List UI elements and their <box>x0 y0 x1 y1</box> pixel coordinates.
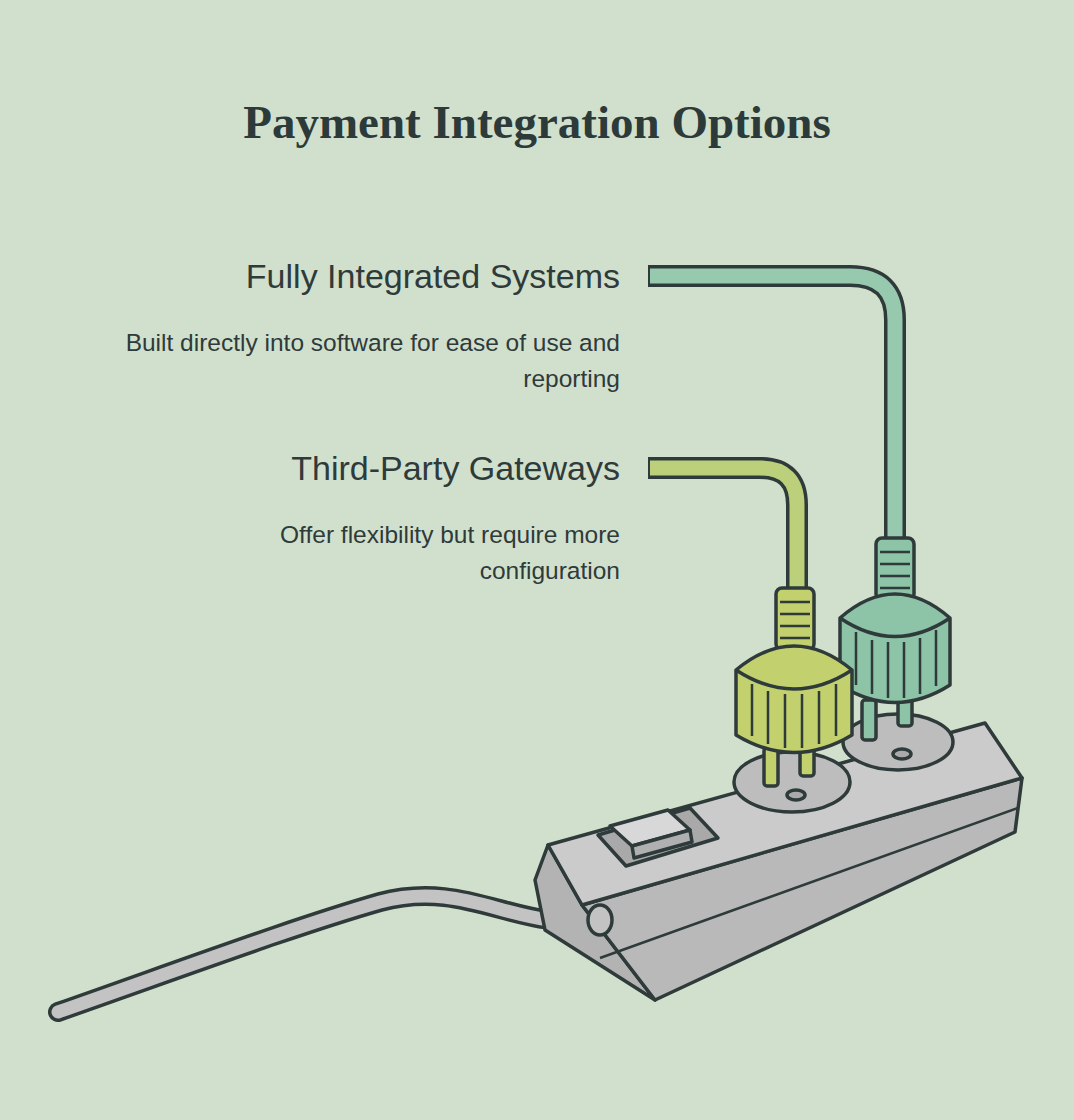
green-cable <box>648 468 797 595</box>
diagram-title: Payment Integration Options <box>0 92 1074 152</box>
teal-cable <box>648 276 895 545</box>
option-description: Offer flexibility but require more confi… <box>190 517 620 589</box>
option-heading: Third-Party Gateways <box>60 448 620 488</box>
option-heading: Fully Integrated Systems <box>60 256 620 296</box>
power-strip <box>535 714 1022 1000</box>
option-description: Built directly into software for ease of… <box>60 325 620 397</box>
teal-plug <box>840 538 950 740</box>
power-switch <box>598 808 718 866</box>
strip-cable <box>58 896 600 1012</box>
green-plug <box>736 588 852 786</box>
